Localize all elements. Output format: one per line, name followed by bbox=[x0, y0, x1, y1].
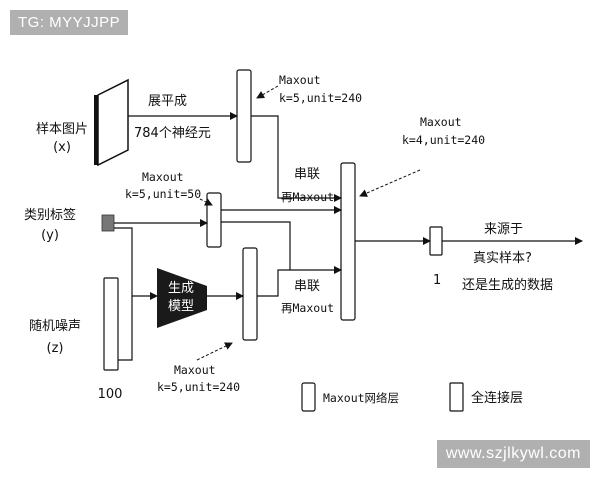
sample-image-var: (x) bbox=[53, 140, 71, 155]
generator-label-line1: 生成 bbox=[168, 281, 194, 296]
maxout-layer-label bbox=[206, 192, 222, 248]
dashed-arrow-maxout3 bbox=[199, 198, 213, 206]
noise-input-vector bbox=[103, 277, 119, 371]
dashed-arrow-maxout1 bbox=[256, 85, 279, 99]
legend-fc-label: 全连接层 bbox=[471, 390, 523, 406]
decision-line1: 来源于 bbox=[484, 222, 523, 237]
legend-fc-swatch bbox=[449, 382, 464, 412]
line-noise-to-generator bbox=[118, 296, 133, 361]
maxout1-label: Maxout bbox=[279, 73, 321, 87]
maxout1-params: k=5,unit=240 bbox=[279, 91, 362, 105]
arrow-label-to-generator bbox=[114, 227, 158, 300]
generator-label-line2: 模型 bbox=[168, 299, 194, 314]
legend-maxout-swatch bbox=[301, 382, 316, 412]
sample-image-label: 样本图片 bbox=[36, 122, 88, 137]
category-label-text: 类别标签 bbox=[24, 207, 76, 223]
random-noise-label: 随机噪声 bbox=[29, 319, 81, 334]
maxout3-params: k=5,unit=50 bbox=[125, 187, 201, 201]
neurons-label: 784个神经元 bbox=[134, 126, 211, 141]
dashed-arrow-maxout4 bbox=[196, 342, 233, 361]
category-label-var: (y) bbox=[41, 228, 59, 243]
concat2-sub: 再Maxout bbox=[281, 301, 334, 315]
arrow-maxout-to-joint bbox=[251, 115, 342, 202]
maxout4-params: k=5,unit=240 bbox=[157, 380, 240, 394]
concat2-label: 串联 bbox=[294, 279, 320, 294]
maxout-layer-image bbox=[236, 69, 252, 163]
maxout4-label: Maxout bbox=[174, 363, 216, 377]
output-count: 1 bbox=[433, 273, 441, 288]
sample-image-plate bbox=[97, 78, 129, 167]
dashed-arrow-maxout2 bbox=[359, 169, 421, 197]
concat1-label: 串联 bbox=[294, 167, 320, 182]
category-label-block bbox=[101, 214, 115, 232]
sample-image-plate-edge bbox=[94, 95, 98, 165]
flatten-label: 展平成 bbox=[148, 94, 187, 109]
generator-model-shape bbox=[157, 268, 207, 328]
fully-connected-output bbox=[429, 226, 443, 256]
maxout3-label: Maxout bbox=[142, 170, 184, 184]
legend-maxout-label: Maxout网络层 bbox=[323, 391, 399, 405]
decision-line2: 真实样本? bbox=[473, 251, 532, 266]
arrow-gen-maxout-to-joint bbox=[257, 266, 342, 297]
watermark-bottom: www.szjlkywl.com bbox=[436, 440, 590, 468]
maxout2-params: k=4,unit=240 bbox=[402, 133, 485, 147]
noise-count: 100 bbox=[98, 387, 123, 402]
maxout-layer-joint bbox=[340, 162, 356, 321]
concat1-sub: 再Maxout bbox=[281, 190, 334, 204]
maxout2-label: Maxout bbox=[420, 115, 462, 129]
watermark-top: TG: MYYJJPP bbox=[10, 10, 129, 35]
decision-line3: 还是生成的数据 bbox=[462, 277, 553, 293]
random-noise-var: (z) bbox=[47, 341, 64, 356]
maxout-layer-noise bbox=[242, 247, 258, 341]
line-label-to-lower-joint bbox=[221, 221, 291, 270]
